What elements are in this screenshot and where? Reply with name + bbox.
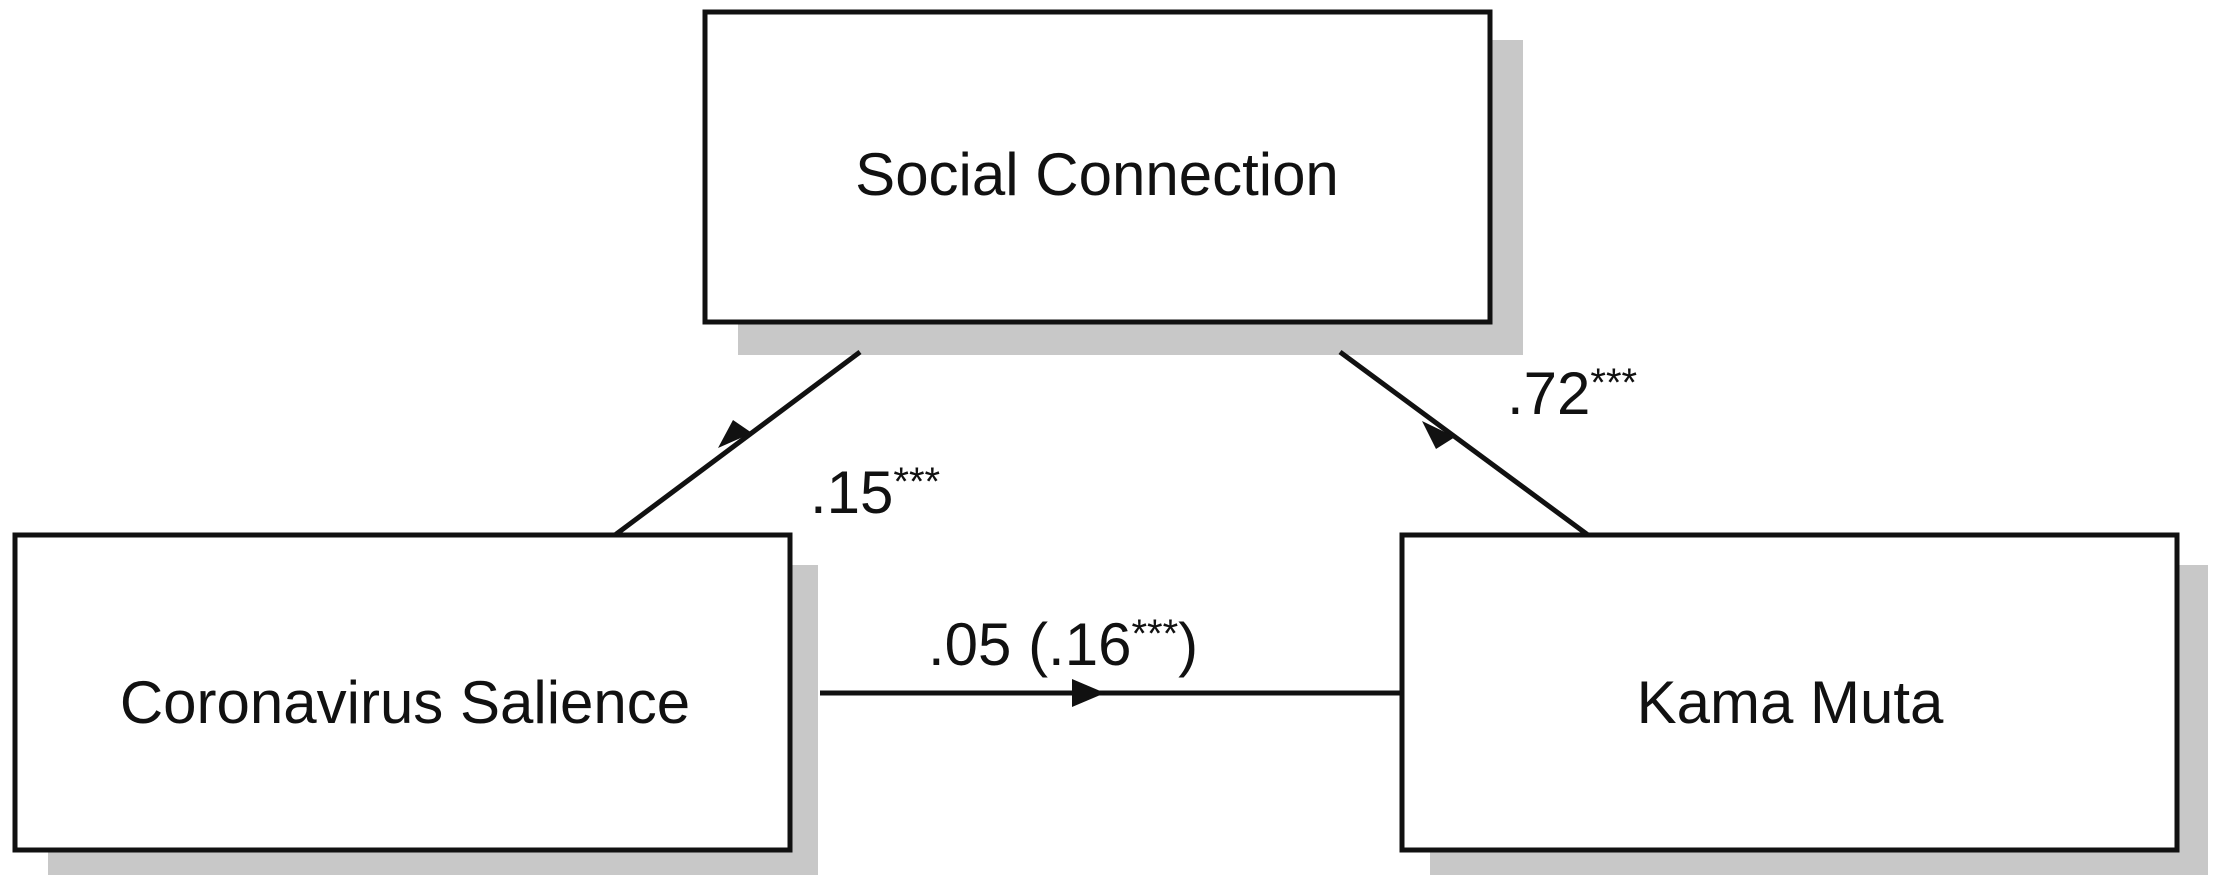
path-b: .72*** xyxy=(1338,349,1637,538)
path-a-arrowhead xyxy=(718,420,752,448)
mediator-label: Social Connection xyxy=(855,141,1339,208)
path-c-coefficient: .05 (.16***) xyxy=(928,611,1198,678)
outcome-box xyxy=(1399,532,2180,853)
path-a-line xyxy=(613,349,862,538)
path-c: .05 (.16***) xyxy=(820,611,1402,707)
path-b-coefficient: .72*** xyxy=(1507,360,1637,427)
path-c-arrowhead xyxy=(1072,679,1105,707)
predictor-box xyxy=(12,532,793,853)
outcome-node: Kama Muta xyxy=(1399,532,2208,875)
mediator-node: Social Connection xyxy=(702,9,1523,355)
path-a-coefficient: .15*** xyxy=(810,459,940,526)
predictor-label: Coronavirus Salience xyxy=(120,669,690,736)
mediator-box xyxy=(702,9,1493,325)
path-b-line xyxy=(1338,349,1590,538)
outcome-label: Kama Muta xyxy=(1637,669,1944,736)
predictor-node: Coronavirus Salience xyxy=(12,532,818,875)
path-a: .15*** xyxy=(613,349,940,538)
path-b-arrowhead xyxy=(1422,421,1455,449)
